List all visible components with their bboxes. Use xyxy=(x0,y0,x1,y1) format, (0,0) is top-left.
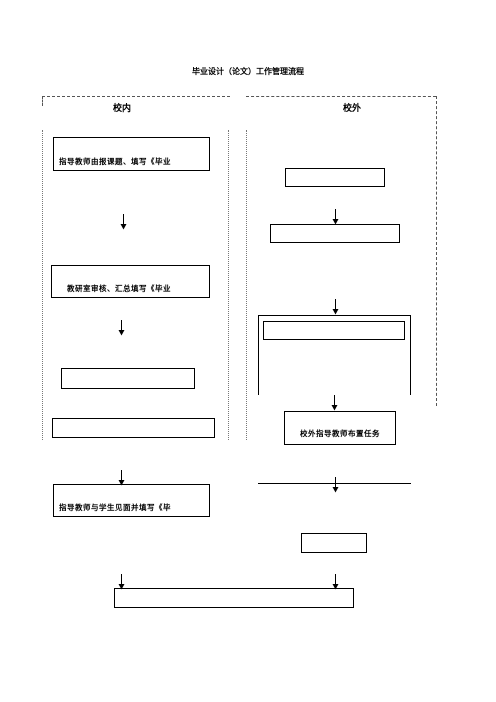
arrow-down-icon xyxy=(332,209,339,225)
bracket-top-line xyxy=(258,315,411,316)
outside-separator-line xyxy=(258,483,411,484)
header-inside: 校内 xyxy=(113,104,132,114)
arrow-down-icon xyxy=(332,299,339,315)
bracket-left-line xyxy=(258,315,259,395)
outside-right-border xyxy=(436,96,437,406)
box-outside-blank-1 xyxy=(285,168,385,187)
arrow-down-icon xyxy=(332,477,339,493)
inside-left-divider xyxy=(42,130,43,440)
arrow-down-icon xyxy=(332,574,339,590)
arrow-down-icon xyxy=(118,320,125,336)
arrow-down-icon xyxy=(118,470,125,486)
box-final-step xyxy=(114,588,354,608)
box-assign-task: 校外指导教师布置任务 xyxy=(284,411,396,445)
arrow-down-icon xyxy=(118,574,125,590)
box-inside-blank-1 xyxy=(61,368,195,389)
box-advisor-meet-student-label: 指导教师与学生见面并填写《毕 xyxy=(59,503,171,512)
arrow-down-icon xyxy=(331,395,338,411)
bracket-right-line xyxy=(410,315,411,395)
box-office-review: 教研室审核、汇总填写《毕业 xyxy=(51,265,210,298)
box-advisor-meet-student: 指导教师与学生见面并填写《毕 xyxy=(53,484,210,517)
outside-top-border xyxy=(246,96,436,97)
box-advisor-submit-topic: 指导教师由报课题、填写《毕业 xyxy=(53,137,210,171)
box-advisor-submit-topic-label: 指导教师由报课题、填写《毕业 xyxy=(59,157,171,166)
center-divider-left xyxy=(228,130,229,440)
inside-left-border xyxy=(42,96,43,106)
arrow-down-icon xyxy=(120,214,127,230)
box-outside-blank-3 xyxy=(263,321,405,340)
box-outside-blank-2 xyxy=(270,224,400,243)
box-office-review-label: 教研室审核、汇总填写《毕业 xyxy=(67,284,171,293)
header-outside: 校外 xyxy=(343,104,362,114)
flowchart-title: 毕业设计（论文）工作管理流程 xyxy=(192,67,304,76)
center-divider-right xyxy=(246,130,247,440)
box-assign-task-label: 校外指导教师布置任务 xyxy=(300,429,380,438)
box-inside-blank-2 xyxy=(52,418,215,438)
inside-top-border xyxy=(42,96,230,97)
box-outside-blank-4 xyxy=(301,533,367,553)
